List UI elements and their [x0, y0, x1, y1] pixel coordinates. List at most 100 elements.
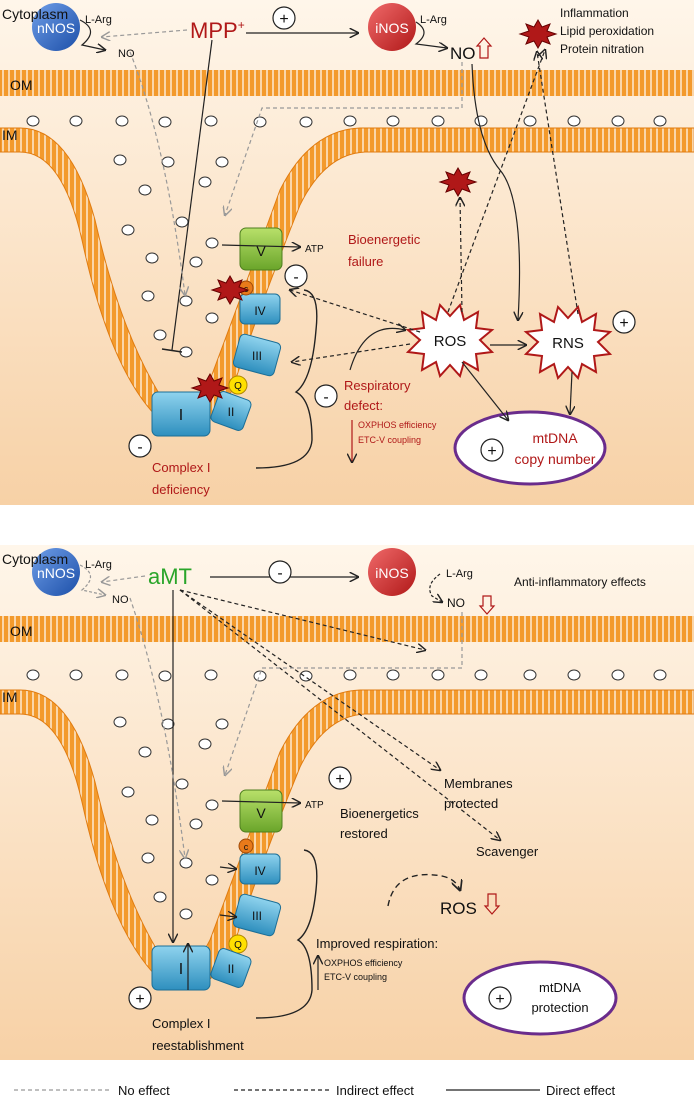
defect-label: defect:: [344, 398, 383, 413]
minus-sign-resp: [314, 384, 338, 408]
lipid-peroxidation-label: Lipid peroxidation: [560, 24, 654, 38]
inos-noeffect-dashed-top: [225, 62, 463, 215]
ros-label-top: ROS: [434, 333, 467, 350]
plus-sign-top-mid: [272, 6, 296, 30]
plus-sign-mtdna-bottom-text: +: [495, 991, 504, 1008]
ros-label-bottom: ROS: [440, 899, 477, 918]
rns-label: RNS: [552, 335, 584, 352]
minus-sign-complex1-text: -: [137, 439, 142, 456]
complex5-label-top: V: [256, 243, 266, 259]
protected-label: protected: [444, 796, 498, 811]
om-label-bottom: OM: [10, 623, 33, 639]
minus-sign-complex1: [128, 434, 152, 458]
inos-enzyme-top: [368, 3, 416, 51]
minus-sign-atp: [284, 264, 308, 288]
complex4-bottom: [239, 853, 281, 885]
complex1-label-bottom: I: [179, 961, 183, 978]
improved-respiration-label: Improved respiration:: [316, 936, 438, 951]
damage-burst-complex5: [210, 274, 250, 306]
no-inos-label-top: NO: [450, 44, 476, 63]
complex5-label-bottom: V: [256, 805, 266, 821]
electron-arrow-c4: [219, 867, 236, 869]
larg-nnos-label-top: L-Arg: [85, 14, 112, 26]
plus-sign-atp-text: +: [335, 771, 344, 788]
complex4-label-top: IV: [254, 304, 265, 318]
panel-top: nNOS Cytoplasm L-Arg NO MPP+ + iNOS L-Ar…: [0, 0, 694, 505]
mtdna-ellipse-top: [453, 410, 607, 486]
complex1-label-top: I: [179, 407, 183, 424]
inos-label-top: iNOS: [375, 20, 408, 36]
inos-enzyme-bottom: [368, 548, 416, 596]
amt-to-nnos-noeffect-arrow: [102, 575, 146, 582]
ros-decrease-arrow: [483, 893, 501, 915]
amt-agent-label: aMT: [148, 564, 192, 589]
no-nnos-label-top: NO: [118, 48, 135, 60]
resp-defect-to-ros-arrow: [349, 328, 405, 371]
no-increase-arrow: [475, 37, 493, 59]
legend-indirect-label: Indirect effect: [336, 1083, 414, 1098]
respiratory-brace-top: [255, 289, 318, 469]
cytoplasm-label-bottom: Cytoplasm: [2, 551, 68, 567]
outer-membrane-top: [0, 70, 694, 96]
minus-sign-resp-text: -: [323, 389, 328, 406]
bioenergetic-label: Bioenergetic: [348, 232, 421, 247]
atp-arrow-top: [221, 245, 300, 247]
minus-sign-bottom-mid: [268, 560, 292, 584]
complex5-top: [239, 227, 283, 271]
inner-membrane-top: [0, 127, 694, 428]
complex3-label-bottom: III: [252, 909, 262, 923]
damage-burst-membrane: [438, 166, 478, 198]
cytochrome-c-bottom: [238, 838, 254, 854]
mtdna-label-top: mtDNA: [532, 430, 578, 446]
complex2-top: [210, 391, 252, 431]
electron-arrow-c3: [219, 915, 236, 917]
intermembrane-particles-top: [26, 115, 667, 358]
complex5-bottom: [239, 789, 283, 833]
oxphos-label-bottom: OXPHOS efficiency: [324, 958, 403, 968]
respiratory-brace-bottom: [255, 849, 318, 1019]
nnos-label-top: nNOS: [37, 20, 75, 36]
plus-sign-mtdna-bottom: [488, 986, 512, 1010]
copy-number-label: copy number: [515, 451, 596, 467]
atp-arrow-bottom: [221, 801, 300, 803]
etcv-label-top: ETC-V coupling: [358, 435, 421, 445]
ros-to-mtdna-arrow: [461, 361, 508, 420]
scavenger-curve-arrow: [387, 874, 460, 907]
rns-burst: [523, 304, 613, 381]
rns-to-mtdna-arrow: [570, 371, 572, 414]
cytoplasm-label-top: Cytoplasm: [2, 6, 68, 22]
plus-sign-rns: [612, 310, 636, 334]
ros-burst-top: [405, 302, 495, 379]
outer-membrane-bottom: [0, 616, 694, 642]
inos-reaction-arrow-top: [414, 21, 447, 48]
complex2-label-top: II: [228, 405, 235, 419]
intermembrane-particles-bottom: [26, 669, 667, 920]
atp-label-top: ATP: [305, 244, 324, 255]
mpp-inhibition-bar: [161, 348, 183, 353]
plus-sign-mtdna: [480, 438, 504, 462]
minus-sign-bottom-mid-text: -: [277, 565, 282, 582]
inos-noeffect-dashed-bottom: [225, 612, 463, 775]
plus-sign-rns-text: +: [619, 315, 628, 332]
plus-sign-top-mid-text: +: [279, 11, 288, 28]
mpp-agent-label: MPP+: [190, 18, 245, 43]
complex3-bottom: [232, 893, 282, 937]
rns-to-inflammation-dashed: [537, 52, 579, 315]
minus-sign-atp-text: -: [293, 269, 298, 286]
plus-sign-complex1: [128, 986, 152, 1010]
mpp-inhibits-complex1-line: [171, 39, 213, 351]
coenzyme-q-label-top: Q: [234, 381, 242, 392]
no-noeffect-dashed-bottom: [129, 597, 185, 858]
nnos-reaction-arrow-top: [79, 19, 105, 50]
mpp-to-nnos-noeffect-arrow: [102, 29, 188, 37]
complex1-deficiency-label2: deficiency: [152, 482, 210, 497]
larg-nnos-label-bottom: L-Arg: [85, 559, 112, 571]
legend: No effect Indirect effect Direct effect: [14, 1083, 616, 1098]
atp-label-bottom: ATP: [305, 800, 324, 811]
no-nnos-label-bottom: NO: [112, 594, 129, 606]
etcv-label-bottom: ETC-V coupling: [324, 972, 387, 982]
complex3-label-top: III: [252, 349, 262, 363]
bioenergetics-label: Bioenergetics: [340, 806, 419, 821]
amt-to-membranes-dashed: [179, 589, 440, 770]
